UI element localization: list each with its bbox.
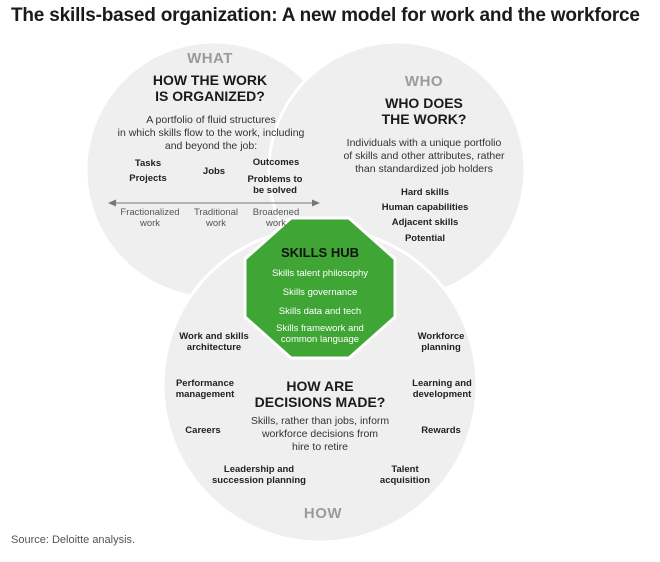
hub-item-talent-philosophy: Skills talent philosophy xyxy=(271,268,369,279)
source-note: Source: Deloitte analysis. xyxy=(11,534,136,546)
page-title: The skills-based organization: A new mod… xyxy=(11,5,640,26)
hub-item-framework-language: Skills framework and common language xyxy=(276,323,364,346)
what-label: WHAT xyxy=(187,50,233,67)
skills-hub-title: SKILLS HUB xyxy=(281,245,359,260)
how-label: HOW xyxy=(303,505,343,522)
hub-item-data-and-tech: Skills data and tech xyxy=(278,306,362,317)
item-performance-management: Performance management xyxy=(175,378,235,401)
item-human-capabilities: Human capabilities xyxy=(381,202,469,213)
how-description: Skills, rather than jobs, inform workfor… xyxy=(250,415,390,454)
what-heading: HOW THE WORK IS ORGANIZED? xyxy=(152,72,268,105)
axis-left-arrowhead xyxy=(108,199,116,207)
who-label: WHO xyxy=(404,73,444,90)
item-problems-to-be-solved: Problems to be solved xyxy=(247,174,303,197)
item-careers: Careers xyxy=(185,425,221,436)
item-adjacent-skills: Adjacent skills xyxy=(391,217,459,228)
item-outcomes: Outcomes xyxy=(252,157,300,168)
item-rewards: Rewards xyxy=(421,425,461,436)
who-heading: WHO DOES THE WORK? xyxy=(381,95,467,128)
item-potential: Potential xyxy=(404,233,446,244)
axis-fractionalized-work: Fractionalized work xyxy=(120,207,180,229)
what-description: A portfolio of fluid structures in which… xyxy=(117,114,305,153)
item-leadership-succession: Leadership and succession planning xyxy=(212,464,306,487)
axis-broadened-work: Broadened work xyxy=(252,207,300,229)
skills-hub-octagon xyxy=(243,216,397,360)
who-description: Individuals with a unique portfolio of s… xyxy=(343,137,505,176)
item-workforce-planning: Workforce planning xyxy=(417,331,465,354)
item-projects: Projects xyxy=(129,173,167,184)
item-work-skills-architecture: Work and skills architecture xyxy=(179,331,249,354)
item-tasks: Tasks xyxy=(134,158,162,169)
axis-right-arrowhead xyxy=(312,199,320,207)
axis-traditional-work: Traditional work xyxy=(193,207,238,229)
item-hard-skills: Hard skills xyxy=(400,187,450,198)
item-jobs: Jobs xyxy=(202,166,226,177)
how-heading: HOW ARE DECISIONS MADE? xyxy=(254,378,386,411)
item-talent-acquisition: Talent acquisition xyxy=(379,464,431,487)
item-learning-development: Learning and development xyxy=(412,378,472,401)
hub-item-governance: Skills governance xyxy=(282,287,358,298)
